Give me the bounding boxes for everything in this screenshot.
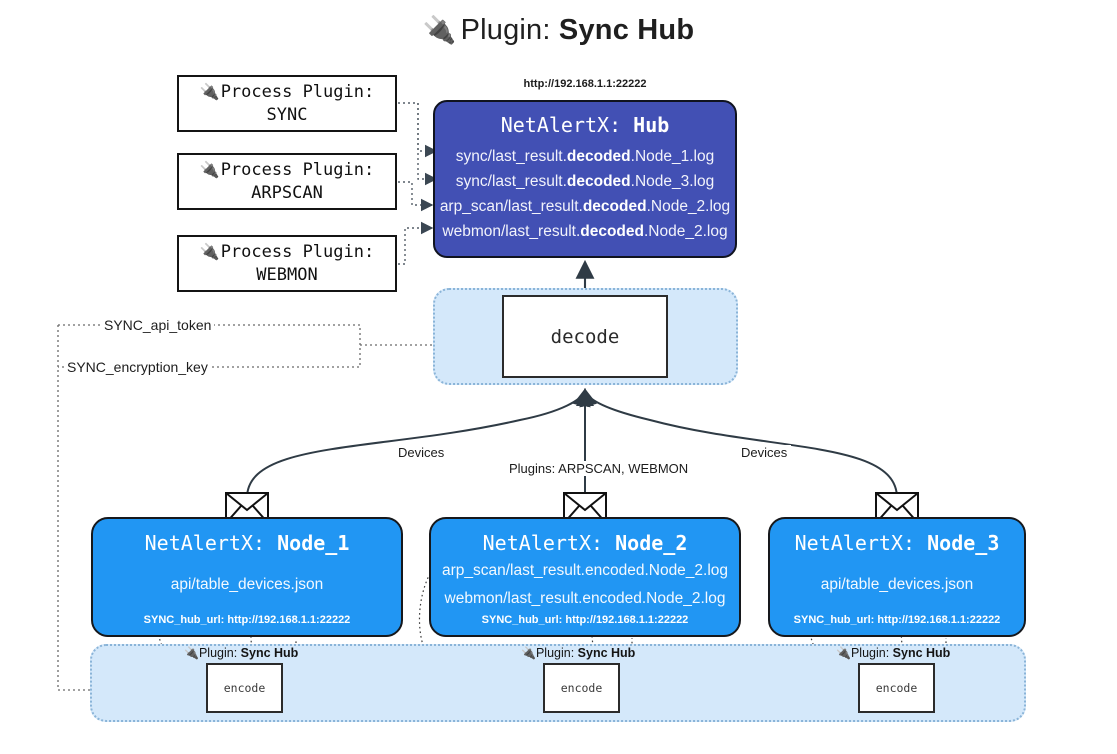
edge-label-devices-left: Devices [394, 445, 449, 460]
process-plugin-label: Process Plugin: [220, 242, 375, 263]
node-lines: api/table_devices.json [770, 555, 1024, 614]
hub-log-line: arp_scan/last_result.decoded.Node_2.log [439, 198, 731, 216]
node-lines: arp_scan/last_result.encoded.Node_2.log … [431, 555, 739, 614]
process-plugin-name: WEBMON [256, 264, 318, 285]
node-footer: SYNC_hub_url: http://192.168.1.1:22222 [481, 614, 689, 626]
encode-label: encode [560, 681, 603, 695]
hub-box[interactable]: NetAlertX: Hub sync/last_result.decoded.… [433, 100, 737, 258]
process-plugin-webmon[interactable]: 🔌Process Plugin: WEBMON [177, 235, 397, 292]
node-box-node1[interactable]: NetAlertX: Node_1 api/table_devices.json… [91, 517, 403, 637]
process-plugin-label: Process Plugin: [220, 82, 375, 103]
hub-title-name: Hub [633, 113, 670, 137]
node-line: webmon/last_result.encoded.Node_2.log [444, 589, 726, 607]
encoder-label-node1: 🔌Plugin: Sync Hub [184, 646, 299, 660]
process-plugin-arpscan[interactable]: 🔌Process Plugin: ARPSCAN [177, 153, 397, 210]
node-line: api/table_devices.json [820, 575, 974, 593]
node-footer: SYNC_hub_url: http://192.168.1.1:22222 [143, 614, 351, 626]
node-title: NetAlertX: Node_1 [144, 531, 350, 555]
plug-icon: 🔌 [521, 646, 536, 660]
process-plugin-label: Process Plugin: [220, 160, 375, 181]
page-title: 🔌Plugin: Sync Hub [0, 14, 1117, 47]
node-line: api/table_devices.json [170, 575, 324, 593]
process-plugin-sync[interactable]: 🔌Process Plugin: SYNC [177, 75, 397, 132]
node-line: arp_scan/last_result.encoded.Node_2.log [441, 562, 729, 580]
edge-label-devices-right: Devices [737, 445, 792, 460]
node-title: NetAlertX: Node_2 [482, 531, 688, 555]
process-plugin-name: ARPSCAN [251, 182, 323, 203]
hub-log-line: sync/last_result.decoded.Node_1.log [455, 148, 715, 165]
node-title: NetAlertX: Node_3 [794, 531, 1000, 555]
sync-api-token-label: SYNC_api_token [101, 317, 215, 333]
decode-box[interactable]: decode [502, 295, 668, 378]
page-title-name: Sync Hub [558, 14, 695, 46]
encode-box-node3[interactable]: encode [858, 663, 935, 713]
hub-url-label: http://192.168.1.1:22222 [523, 78, 647, 90]
hub-log-line: sync/last_result.decoded.Node_3.log [455, 173, 715, 191]
plug-icon: 🔌 [199, 242, 220, 262]
node-lines: api/table_devices.json [93, 555, 401, 614]
plug-icon: 🔌 [422, 15, 457, 45]
plug-icon: 🔌 [199, 160, 220, 180]
hub-title-prefix: NetAlertX: [500, 113, 622, 137]
edge-label-plugins-center: Plugins: ARPSCAN, WEBMON [505, 461, 693, 476]
process-plugin-name: SYNC [266, 104, 308, 125]
encode-label: encode [875, 681, 918, 695]
encode-box-node2[interactable]: encode [543, 663, 620, 713]
encode-label: encode [223, 681, 266, 695]
plug-icon: 🔌 [199, 82, 220, 102]
encode-box-node1[interactable]: encode [206, 663, 283, 713]
node-box-node2[interactable]: NetAlertX: Node_2 arp_scan/last_result.e… [429, 517, 741, 637]
plug-icon: 🔌 [184, 646, 199, 660]
encoder-label-node3: 🔌Plugin: Sync Hub [836, 646, 951, 660]
plug-icon: 🔌 [836, 646, 851, 660]
node-footer: SYNC_hub_url: http://192.168.1.1:22222 [793, 614, 1001, 626]
sync-encryption-key-label: SYNC_encryption_key [64, 359, 211, 375]
decode-label: decode [550, 325, 620, 348]
node-box-node3[interactable]: NetAlertX: Node_3 api/table_devices.json… [768, 517, 1026, 637]
encoder-label-node2: 🔌Plugin: Sync Hub [521, 646, 636, 660]
hub-log-line: webmon/last_result.decoded.Node_2.log [442, 223, 728, 241]
hub-title: NetAlertX: Hub [501, 113, 670, 137]
page-title-prefix: Plugin: [460, 14, 551, 46]
